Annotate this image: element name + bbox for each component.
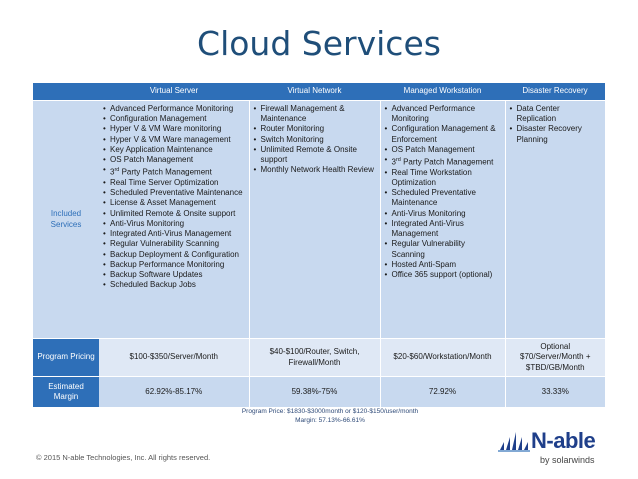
header-corner <box>33 83 99 101</box>
n-able-logo-icon <box>498 432 530 452</box>
col-disaster-recovery: Disaster Recovery <box>505 83 605 101</box>
service-item: OS Patch Management <box>385 145 501 155</box>
pricing-virtual-server: $100-$350/Server/Month <box>99 338 249 377</box>
service-item: Advanced Performance Monitoring <box>385 104 501 124</box>
margin-virtual-network: 59.38%-75% <box>248 376 380 407</box>
managed-workstation-services: Advanced Performance MonitoringConfigura… <box>379 100 505 339</box>
margin-disaster-recovery: 33.33% <box>504 376 605 407</box>
program-pricing-label: Program Pricing <box>33 338 99 377</box>
margin-managed-workstation: 72.92% <box>379 376 505 407</box>
pricing-note: Program Price: $1830-$3000month or $120-… <box>190 407 470 425</box>
service-item: Scheduled Backup Jobs <box>103 280 245 290</box>
service-item: Switch Monitoring <box>254 135 376 145</box>
service-item: Anti-Virus Monitoring <box>103 219 245 229</box>
included-services-label: Included Services <box>33 100 99 339</box>
service-item: Scheduled Preventative Maintenance <box>103 188 245 198</box>
service-item: Integrated Anti-Virus Management <box>103 229 245 239</box>
pricing-note-price: Program Price: $1830-$3000month or $120-… <box>241 408 419 415</box>
estimated-margin-row: Estimated Margin 62.92%-85.17% 59.38%-75… <box>33 376 605 407</box>
included-services-row: Included Services Advanced Performance M… <box>33 100 605 339</box>
col-virtual-server: Virtual Server <box>99 83 249 101</box>
service-item: Office 365 support (optional) <box>385 270 501 280</box>
n-able-logo-subtitle: by solarwinds <box>540 455 595 465</box>
managed-workstation-list: Advanced Performance MonitoringConfigura… <box>385 104 501 280</box>
service-item: Configuration Management <box>103 114 245 124</box>
virtual-server-services: Advanced Performance MonitoringConfigura… <box>99 100 249 339</box>
service-item: 3rd Party Patch Management <box>385 155 501 168</box>
service-item: Firewall Management & Maintenance <box>254 104 376 124</box>
service-item: 3rd Party Patch Management <box>103 165 245 178</box>
service-item: Data Center Replication <box>510 104 602 124</box>
service-item: Disaster Recovery Planning <box>510 124 602 144</box>
virtual-network-services: Firewall Management & MaintenanceRouter … <box>248 100 380 339</box>
service-item: Backup Deployment & Configuration <box>103 250 245 260</box>
n-able-wordmark: N-able <box>531 428 596 453</box>
disaster-recovery-list: Data Center ReplicationDisaster Recovery… <box>510 104 602 145</box>
service-item: Unlimited Remote & Onsite support <box>254 145 376 165</box>
virtual-network-list: Firewall Management & MaintenanceRouter … <box>254 104 376 176</box>
virtual-server-list: Advanced Performance MonitoringConfigura… <box>103 104 245 291</box>
header-row: Virtual Server Virtual Network Managed W… <box>33 83 605 101</box>
service-item: Router Monitoring <box>254 124 376 134</box>
service-item: Integrated Anti-Virus Management <box>385 219 501 239</box>
margin-virtual-server: 62.92%-85.17% <box>99 376 249 407</box>
service-item: Scheduled Preventative Maintenance <box>385 188 501 208</box>
service-item: Key Application Maintenance <box>103 145 245 155</box>
service-item: Regular Vulnerability Scanning <box>103 239 245 249</box>
service-item: Configuration Management & Enforcement <box>385 124 501 144</box>
service-item: Hosted Anti-Spam <box>385 260 501 270</box>
service-item: License & Asset Management <box>103 198 245 208</box>
slide-title: Cloud Services <box>197 24 441 63</box>
service-item: Real Time Server Optimization <box>103 178 245 188</box>
col-managed-workstation: Managed Workstation <box>380 83 505 101</box>
copyright-text: © 2015 N-able Technologies, Inc. All rig… <box>36 453 211 462</box>
pricing-note-margin: Margin: 57.13%-66.61% <box>295 417 365 424</box>
service-item: Advanced Performance Monitoring <box>103 104 245 114</box>
service-item: Backup Performance Monitoring <box>103 260 245 270</box>
service-item: Regular Vulnerability Scanning <box>385 239 501 259</box>
program-pricing-row: Program Pricing $100-$350/Server/Month $… <box>33 338 605 377</box>
service-item: Hyper V & VM Ware monitoring <box>103 124 245 134</box>
pricing-virtual-network: $40-$100/Router, Switch, Firewall/Month <box>248 338 380 377</box>
service-item: Hyper V & VM Ware management <box>103 135 245 145</box>
estimated-margin-label: Estimated Margin <box>33 376 99 407</box>
service-item: Real Time Workstation Optimization <box>385 168 501 188</box>
pricing-disaster-recovery: Optional $70/Server/Month + $TBD/GB/Mont… <box>504 338 605 377</box>
col-virtual-network: Virtual Network <box>249 83 380 101</box>
service-item: Monthly Network Health Review <box>254 165 376 175</box>
service-item: Anti-Virus Monitoring <box>385 209 501 219</box>
pricing-managed-workstation: $20-$60/Workstation/Month <box>379 338 505 377</box>
n-able-logo: N-able by solarwinds <box>498 428 618 468</box>
service-item: Unlimited Remote & Onsite support <box>103 209 245 219</box>
services-table: Virtual Server Virtual Network Managed W… <box>33 83 605 407</box>
service-item: Backup Software Updates <box>103 270 245 280</box>
service-item: OS Patch Management <box>103 155 245 165</box>
disaster-recovery-services: Data Center ReplicationDisaster Recovery… <box>504 100 605 339</box>
